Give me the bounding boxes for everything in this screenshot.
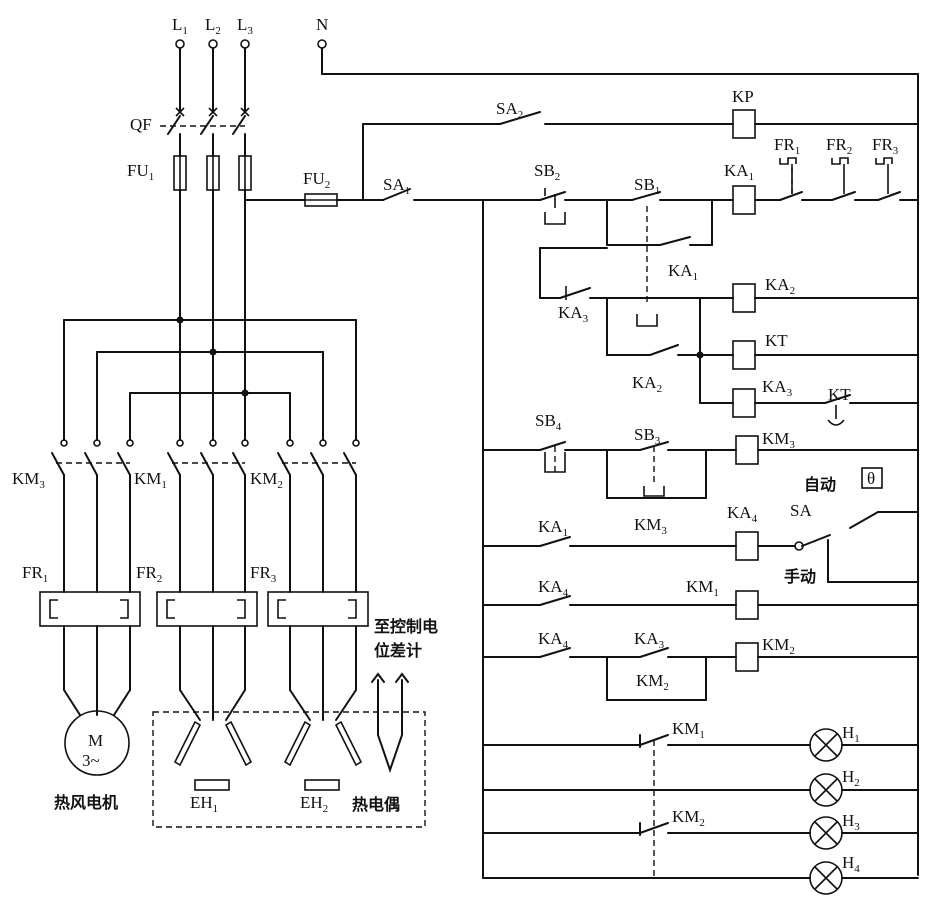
label-KT-coil: KT — [765, 331, 788, 350]
phase-lines — [167, 47, 919, 876]
label-KA4-coil: KA4 — [727, 503, 758, 525]
label-KA3-coil: KA3 — [762, 377, 793, 399]
heaters — [173, 720, 363, 791]
label-H3: H3 — [842, 811, 860, 833]
row-km1 — [482, 595, 919, 606]
label-auto: 自动 — [804, 475, 836, 494]
label-to-ctrl-2: 位差计 — [374, 641, 422, 660]
sb2-button — [544, 188, 566, 225]
label-H4: H4 — [842, 853, 860, 875]
kt-coil — [732, 340, 756, 370]
label-KA4-c2: KA4 — [538, 629, 569, 651]
label-manual: 手动 — [784, 567, 816, 586]
label-L3: L3 — [237, 15, 253, 37]
label-KM2-main: KM2 — [250, 469, 283, 491]
fr-contacts-top — [779, 157, 893, 194]
label-KM2-coil: KM2 — [762, 635, 795, 657]
ka4-coil — [735, 531, 759, 561]
kt-delay-symbol — [827, 405, 845, 426]
label-KA1-contact: KA1 — [668, 261, 698, 283]
theta-box — [861, 467, 883, 489]
label-KA4-c1: KA4 — [538, 577, 569, 599]
thermal-relays — [39, 591, 369, 627]
ka3-coil — [732, 388, 756, 418]
label-FR1-top: FR1 — [774, 135, 800, 157]
label-KA2-contact: KA2 — [632, 373, 662, 395]
label-SB4: SB4 — [535, 411, 562, 433]
row-kt — [606, 297, 919, 404]
main-contactors — [60, 439, 360, 447]
label-KP: KP — [732, 87, 754, 106]
ka2-coil — [732, 283, 756, 313]
row-ka4 — [482, 511, 919, 583]
label-KM3-main: KM3 — [12, 469, 45, 491]
label-KM3-coil: KM3 — [762, 429, 795, 451]
label-KA3-contact: KA3 — [558, 303, 589, 325]
label-theta: θ — [867, 469, 875, 488]
thermocouple — [371, 672, 409, 774]
label-KM1-coil: KM1 — [686, 577, 719, 599]
ka1-coil — [732, 185, 756, 215]
label-SB3: SB3 — [634, 425, 661, 447]
kp-coil — [732, 109, 756, 139]
label-to-ctrl-1: 至控制电 — [374, 617, 438, 636]
label-KM1-lamp: KM1 — [672, 719, 705, 741]
label-SB2: SB2 — [534, 161, 560, 183]
label-N: N — [316, 15, 328, 34]
row-ka1 — [482, 191, 919, 246]
label-H2: H2 — [842, 767, 860, 789]
label-L1: L1 — [172, 15, 188, 37]
row-km3 — [482, 441, 919, 499]
power-terminals — [175, 39, 327, 49]
label-L2: L2 — [205, 15, 221, 37]
label-KA1-c2: KA1 — [538, 517, 568, 539]
label-FR2: FR2 — [136, 563, 162, 585]
label-FU2: FU2 — [303, 169, 330, 191]
label-motor-M: M — [88, 731, 103, 750]
km3-coil — [735, 435, 759, 465]
label-motor-caption: 热风电机 — [54, 793, 118, 812]
label-SA: SA — [790, 501, 812, 520]
label-KT-contact: KT — [828, 385, 851, 404]
label-tc-caption: 热电偶 — [352, 795, 400, 814]
km2-coil — [735, 642, 759, 672]
label-SA1: SA1 — [383, 175, 410, 197]
label-SB1: SB1 — [634, 175, 660, 197]
label-KA3-c2: KA3 — [634, 629, 665, 651]
motor — [64, 710, 130, 776]
label-motor-phase: 3~ — [82, 751, 100, 770]
label-FR3: FR3 — [250, 563, 277, 585]
label-KM3-contact: KM3 — [634, 515, 667, 537]
lamps — [809, 728, 843, 895]
label-H1: H1 — [842, 723, 860, 745]
label-FR3-top: FR3 — [872, 135, 899, 157]
label-EH2: EH2 — [300, 793, 328, 815]
main-bus — [63, 319, 357, 441]
label-KA2-coil: KA2 — [765, 275, 795, 297]
label-SA2: SA2 — [496, 99, 523, 121]
row-ka2 — [539, 247, 919, 299]
label-FU1: FU1 — [127, 161, 154, 183]
sb1-cap — [636, 314, 658, 327]
lamp-rows — [482, 734, 919, 879]
fu1-fuses — [173, 155, 252, 191]
label-QF: QF — [130, 115, 152, 134]
label-KA1-coil: KA1 — [724, 161, 754, 183]
qf-breaker — [175, 107, 250, 117]
row-km2 — [482, 647, 919, 701]
label-KM1-main: KM1 — [134, 469, 167, 491]
km1-coil — [735, 590, 759, 620]
label-KM2-contact: KM2 — [636, 671, 669, 693]
control-feed — [244, 111, 919, 879]
label-FR2-top: FR2 — [826, 135, 852, 157]
heater-box — [152, 711, 426, 828]
label-FR1: FR1 — [22, 563, 48, 585]
label-KM2-lamp: KM2 — [672, 807, 705, 829]
sa-pivot — [794, 541, 804, 551]
label-EH1: EH1 — [190, 793, 218, 815]
